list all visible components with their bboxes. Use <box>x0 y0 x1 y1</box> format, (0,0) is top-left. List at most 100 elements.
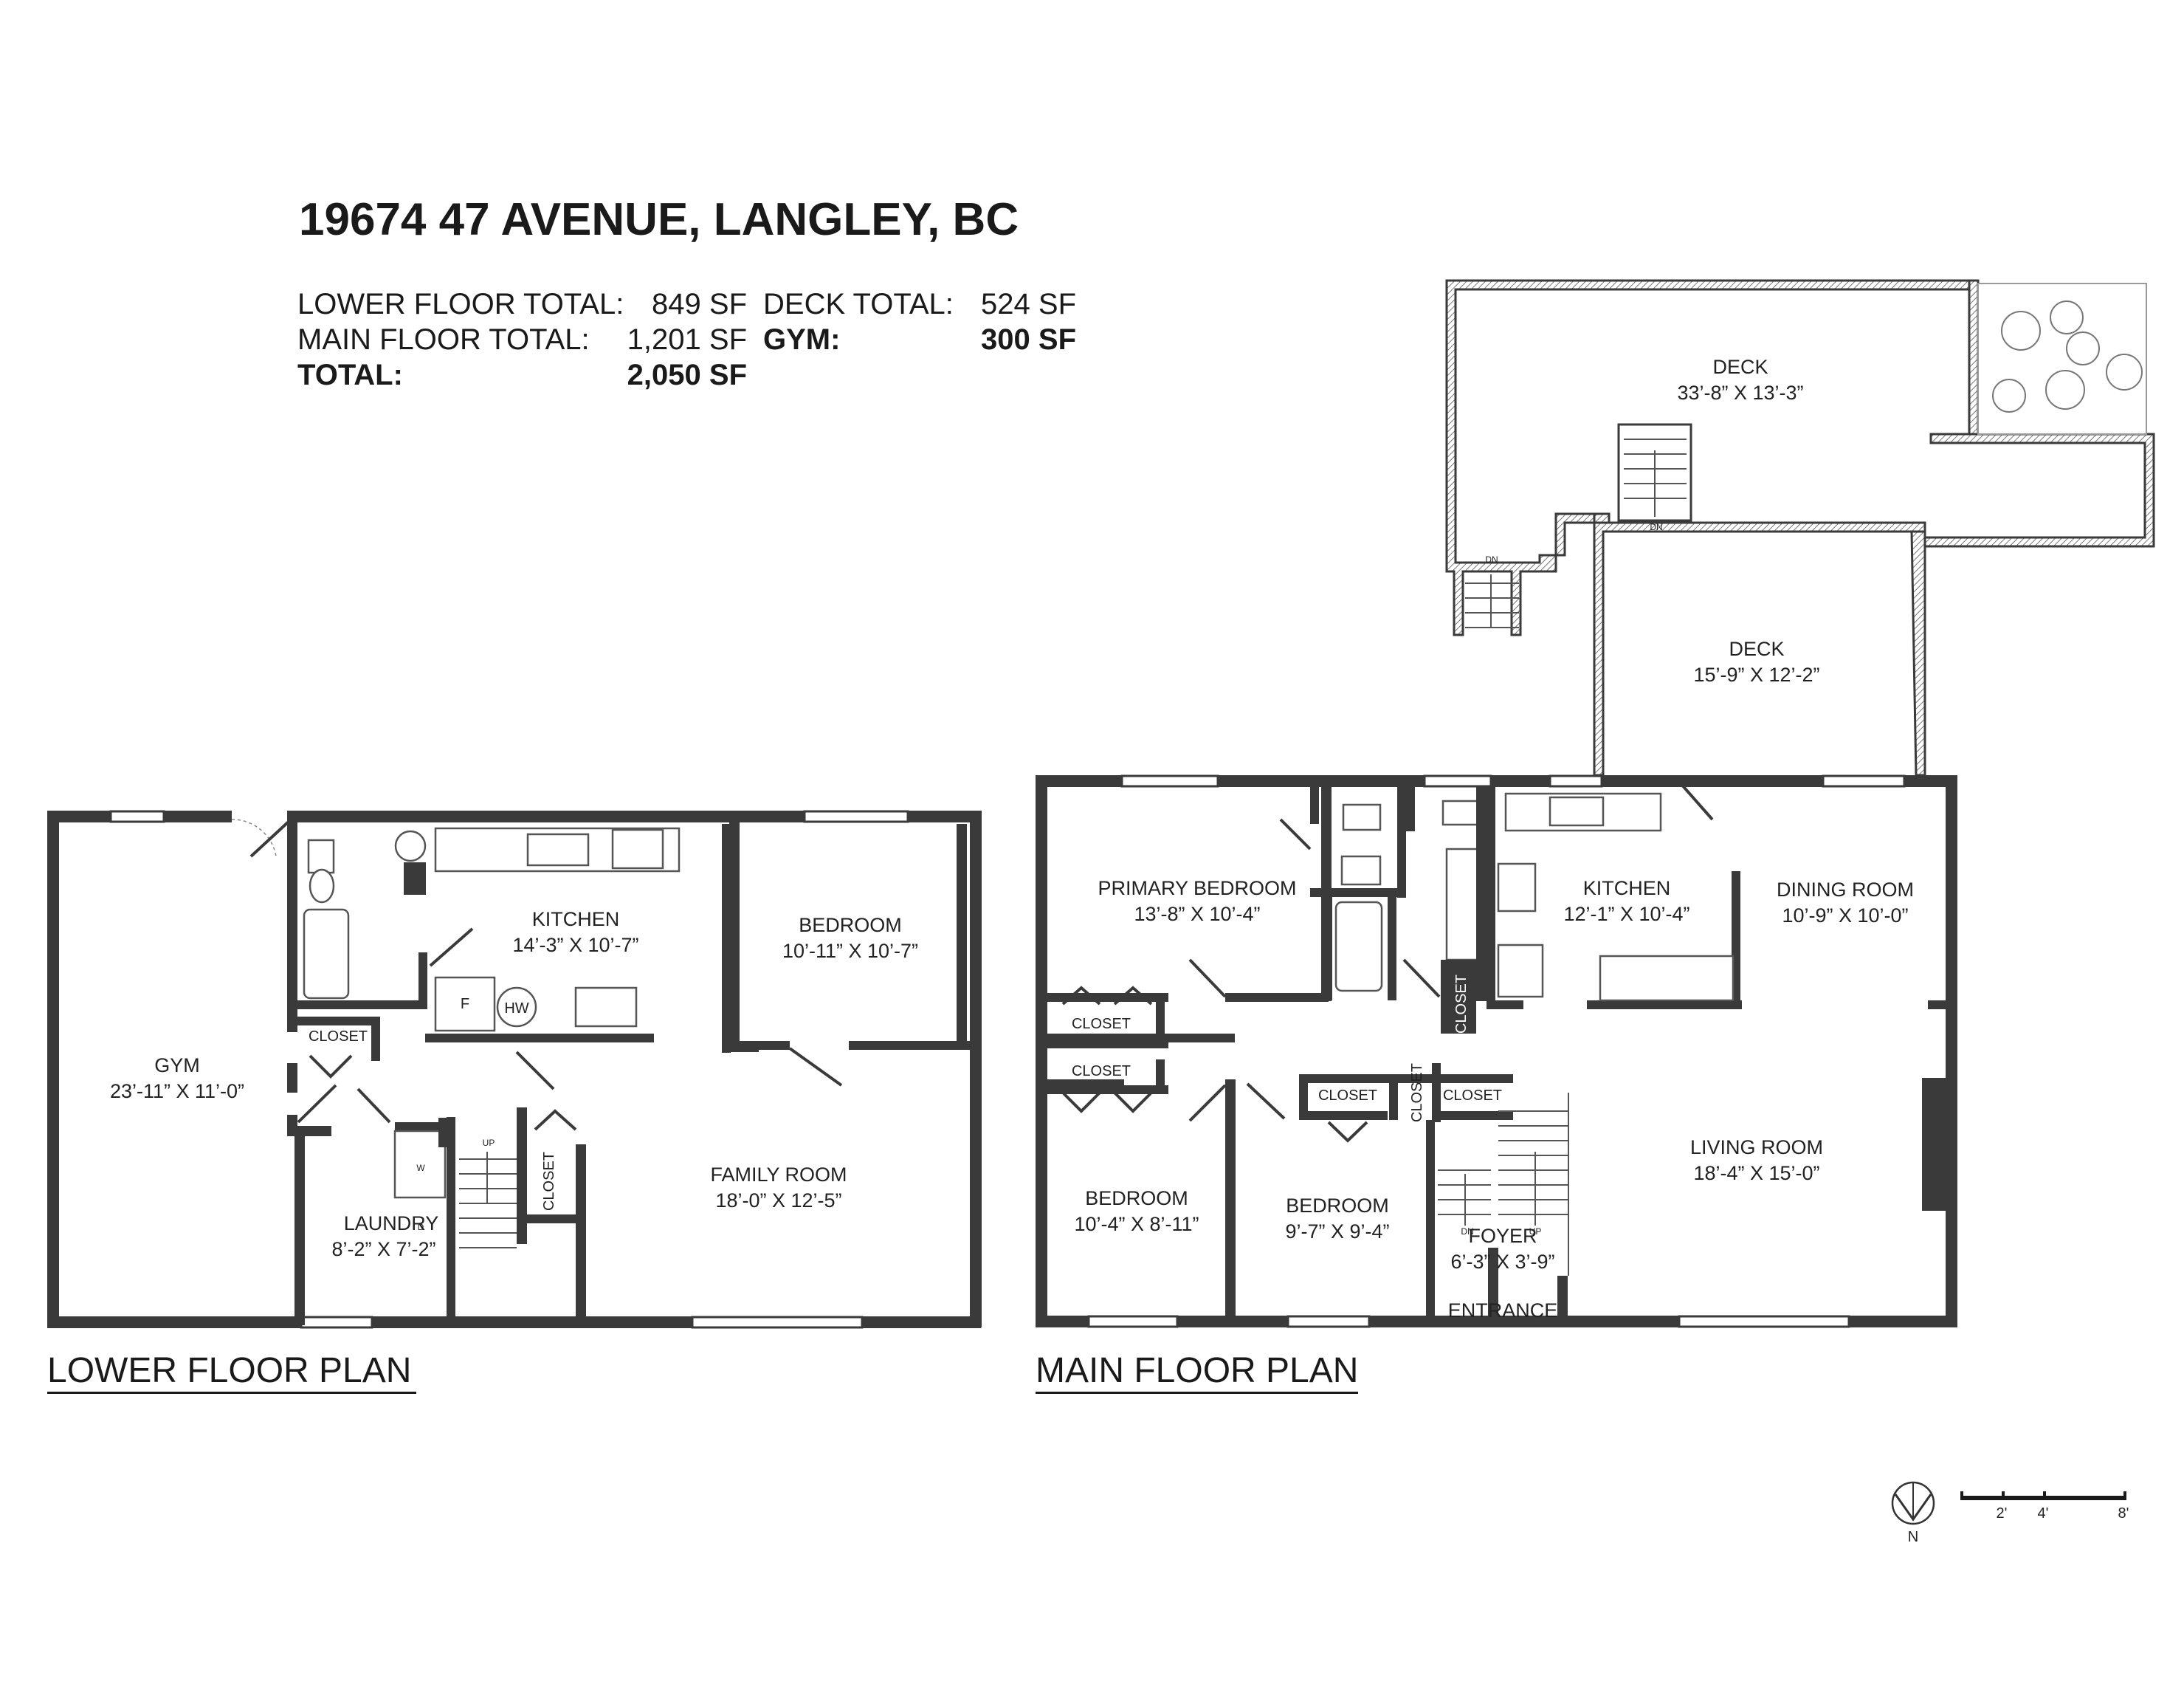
primary-bedroom-size: 13’-8” X 10’-4” <box>1134 903 1260 925</box>
window <box>1286 1315 1371 1328</box>
main-wall-foyer-west <box>1426 1120 1435 1316</box>
main-floor-plan: PRIMARY BEDROOM 13’-8” X 10’-4” CLOSET C… <box>1036 774 1957 1328</box>
main-floor-plan-underline <box>1036 1392 1358 1394</box>
lower-wall-east <box>970 811 982 1327</box>
deck-1-name: DECK <box>1712 356 1768 378</box>
upper-deck-railing-inner <box>1968 279 1980 437</box>
window <box>300 1316 373 1329</box>
living-room-name: LIVING ROOM <box>1690 1136 1823 1158</box>
sink-icon <box>1340 855 1382 886</box>
main-wall-closet-f-south <box>1432 1111 1513 1120</box>
main-kitchen-name: KITCHEN <box>1583 877 1671 899</box>
main-wall-bath-east <box>1388 897 1396 1000</box>
lower-wall-bath-east <box>418 952 427 1008</box>
main-wall-foyer-mid <box>1488 1248 1498 1316</box>
lower-wall-laundry-north <box>287 1126 331 1136</box>
laundry-name: LAUNDRY <box>344 1212 439 1234</box>
closet-a-label: CLOSET <box>1072 1016 1131 1032</box>
window <box>1423 774 1492 788</box>
upper-deck-railing-stub <box>1593 512 1611 524</box>
family-room-name: FAMILY ROOM <box>710 1164 847 1186</box>
upper-deck-railing-east <box>1923 433 2155 548</box>
stove-icon <box>611 828 664 870</box>
window <box>1822 774 1906 788</box>
lower-closet-2-label: CLOSET <box>541 1152 557 1211</box>
foyer-name: FOYER <box>1468 1225 1537 1247</box>
main-wall-closet-d-west <box>1299 1074 1308 1118</box>
page-title: 19674 47 AVENUE, LANGLEY, BC <box>299 194 1019 245</box>
entrance-label: ENTRANCE <box>1448 1299 1558 1322</box>
closet-door-icon <box>1061 986 1153 1006</box>
main-kitchen-size: 12’-1” X 10’-4” <box>1563 903 1689 925</box>
toilet-tank-icon <box>307 839 335 874</box>
water-heater-icon <box>496 986 537 1028</box>
decks: DN DN DECK 33’-8” X 13’-3” DECK 15’-9” X… <box>1445 279 2155 777</box>
tree-icon <box>2066 331 2100 365</box>
main-wall-bedroom1-north <box>1036 1079 1124 1088</box>
lower-wall-closet-north <box>294 1017 376 1025</box>
fridge-icon <box>1497 944 1544 998</box>
lower-deck-railing-east <box>1910 530 1926 777</box>
tree-icon <box>2106 354 2143 391</box>
closet-b-label: CLOSET <box>1072 1063 1131 1079</box>
closet-door-icon <box>1061 1091 1153 1113</box>
scale-label-4: 4' <box>2038 1505 2049 1522</box>
kitchen-sink-icon <box>1549 796 1605 827</box>
door-leaf <box>429 927 474 967</box>
main-wall-bath2-east <box>1476 787 1487 1001</box>
dryer-label: D <box>418 1222 424 1232</box>
lower-kitchen-size: 14’-3” X 10’-7” <box>512 934 638 956</box>
upper-deck-railing-stub <box>1554 512 1596 557</box>
main-wall-closet-f-north <box>1432 1074 1513 1083</box>
main-wall-closet-b-east <box>1156 1059 1165 1089</box>
lower-wall-laundry-stub <box>438 1118 447 1147</box>
main-wall-east <box>1946 775 1957 1327</box>
total-value: 2,050 SF <box>627 359 747 391</box>
tree-icon <box>2001 311 2041 351</box>
lower-wall-bedroom-east <box>957 824 967 1045</box>
closet-door-icon <box>309 1054 353 1079</box>
lower-floor-plan-heading: LOWER FLOOR PLAN <box>47 1351 411 1390</box>
main-wall-ensuite-inner <box>1310 888 1406 897</box>
main-wall-kitchen-sw <box>1487 1000 1523 1009</box>
lower-floor-plan: CLOSET F HW KITCHEN 14’-3” X 10’-7” BEDR… <box>47 810 982 1329</box>
lower-wall-bedroom-south-left <box>729 1041 790 1050</box>
main-wall-ensuite-stub <box>1310 787 1319 824</box>
tree-icon <box>2045 370 2085 410</box>
door-leaf <box>249 819 291 858</box>
total-label: TOTAL: <box>297 359 403 391</box>
window <box>803 810 909 823</box>
door-leaf <box>1188 1084 1227 1122</box>
bedroom-1-size: 10’-4” X 8’-11” <box>1074 1213 1199 1235</box>
main-wall-bath-west <box>1323 897 1332 1000</box>
vanity-icon <box>1445 848 1481 961</box>
scale-bar <box>1960 1491 2126 1500</box>
laundry-size: 8’-2” X 7’-2” <box>331 1238 435 1260</box>
main-wall-primary-south <box>1225 993 1329 1002</box>
bedroom-2-size: 9’-7” X 9’-4” <box>1285 1220 1389 1243</box>
lower-bedroom-size: 10’-11” X 10’-7” <box>782 940 918 962</box>
main-wall-hall <box>1036 1034 1235 1042</box>
lower-floor-plan-underline <box>47 1392 416 1394</box>
main-stairs <box>1438 1093 1569 1276</box>
lower-kitchen-name: KITCHEN <box>532 908 620 930</box>
main-floor-total-value: 1,201 SF <box>627 323 747 356</box>
main-wall-foyer-east <box>1557 1276 1568 1327</box>
upper-deck-railing <box>1445 279 1980 636</box>
gym-total-value: 300 SF <box>981 323 1076 356</box>
gym-total-label: GYM: <box>763 323 840 356</box>
tree-icon <box>1992 379 2026 413</box>
primary-bedroom-name: PRIMARY BEDROOM <box>1098 877 1296 899</box>
appliance-icon <box>574 986 638 1028</box>
main-wall-ensuite-east <box>1397 787 1406 898</box>
dining-room-size: 10’-9” X 10’-0” <box>1782 904 1908 927</box>
main-wall-closet-a-east <box>1156 993 1165 1037</box>
water-heater-label: HW <box>504 1000 528 1017</box>
foyer-size: 6’-3” X 3’-9” <box>1450 1251 1554 1273</box>
kitchen-island-icon <box>1599 955 1735 1002</box>
lower-stairs-up-label: UP <box>483 1138 495 1148</box>
scale-label-8: 8' <box>2118 1505 2129 1522</box>
dining-room-name: DINING ROOM <box>1777 879 1914 901</box>
main-wall-bedroom2-north <box>1299 1074 1447 1083</box>
door-leaf <box>1279 818 1312 850</box>
